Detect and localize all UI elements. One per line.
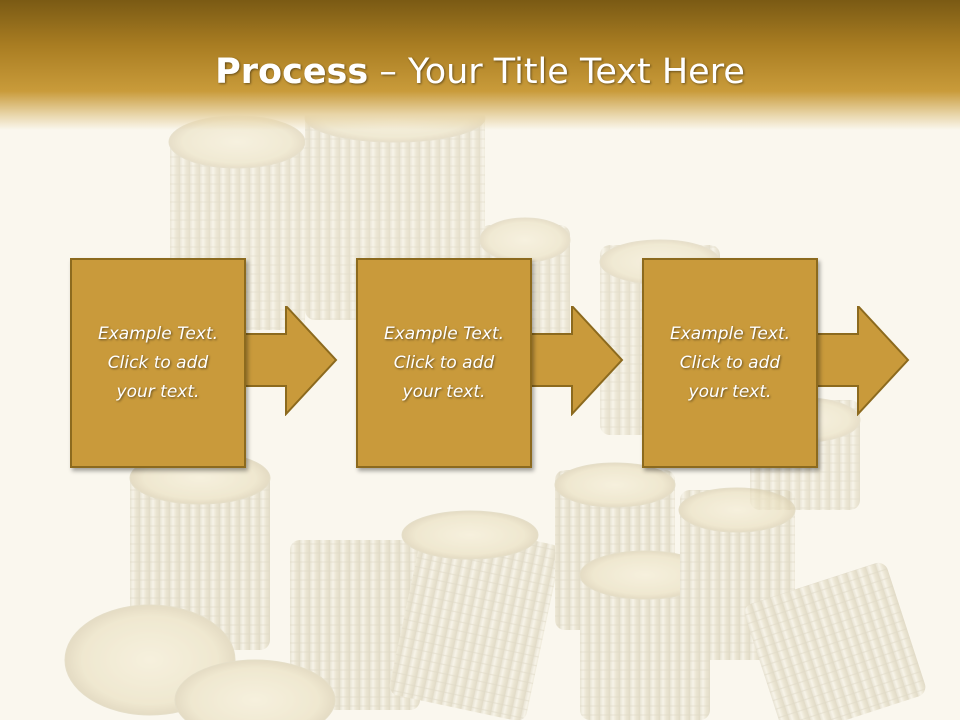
step-text-line: Example Text. bbox=[669, 323, 791, 344]
step-text-line: Example Text. bbox=[97, 323, 219, 344]
step-text-line: Example Text. bbox=[383, 323, 505, 344]
step-text-line: Click to add bbox=[679, 352, 781, 373]
step-text-line: your text. bbox=[688, 381, 772, 402]
step-box[interactable]: Example Text. Click to add your text. bbox=[70, 258, 246, 468]
step-text: Example Text. Click to add your text. bbox=[83, 320, 233, 407]
title-bar bbox=[0, 0, 960, 130]
title-rest-part: – Your Title Text Here bbox=[368, 52, 745, 92]
step-text-line: your text. bbox=[402, 381, 486, 402]
process-arrow-icon bbox=[816, 306, 910, 416]
step-text-line: Click to add bbox=[393, 352, 495, 373]
process-arrow-icon bbox=[530, 306, 624, 416]
process-arrow-icon bbox=[244, 306, 338, 416]
slide-title[interactable]: Process – Your Title Text Here bbox=[0, 52, 960, 92]
step-box[interactable]: Example Text. Click to add your text. bbox=[642, 258, 818, 468]
step-text: Example Text. Click to add your text. bbox=[369, 320, 519, 407]
title-bold-part: Process bbox=[215, 52, 369, 92]
step-box[interactable]: Example Text. Click to add your text. bbox=[356, 258, 532, 468]
step-text-line: Click to add bbox=[107, 352, 209, 373]
step-text-line: your text. bbox=[116, 381, 200, 402]
step-text: Example Text. Click to add your text. bbox=[655, 320, 805, 407]
